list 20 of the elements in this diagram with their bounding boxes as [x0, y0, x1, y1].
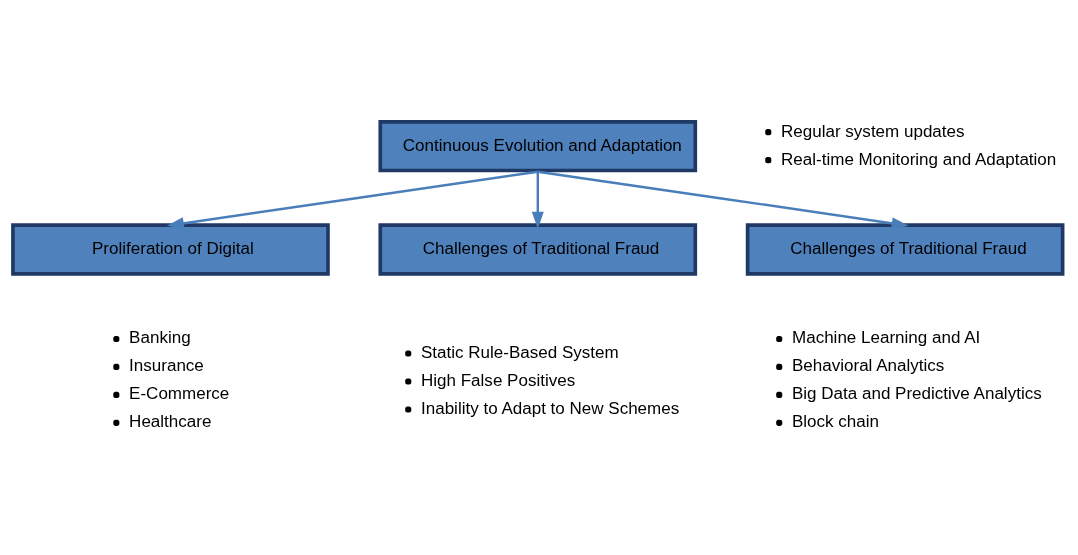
node-label: Real-time Monitoring and Adaptation [781, 149, 1057, 169]
node-label: Machine Learning and AI [791, 328, 981, 348]
node-label: E-Commerce [129, 384, 230, 404]
node-label: Regular system updates [781, 121, 965, 141]
arrow [537, 170, 909, 230]
node-label: Behavioral Analytics [791, 356, 945, 376]
node-label: Big Data and Predictive Analytics [791, 384, 1042, 404]
node-box: Challenges of Traditional Fraud [378, 223, 698, 276]
node-label: High False Positives [421, 371, 576, 390]
node-label: Block chain [791, 412, 880, 432]
node-box: Challenges of Traditional Fraud [745, 223, 1065, 276]
node-label: Insurance [129, 356, 204, 376]
node-box: Continuous Evolution and Adaptation [378, 120, 698, 173]
arrow [531, 171, 544, 229]
node-label: Static Rule-Based System [421, 343, 619, 363]
arrow [166, 170, 538, 230]
node-label: Banking [129, 328, 191, 348]
node-box: Proliferation of Digital [11, 223, 330, 276]
node-label: Inability to Adapt to New Schemes [421, 398, 680, 418]
node-label: Healthcare [129, 412, 212, 432]
